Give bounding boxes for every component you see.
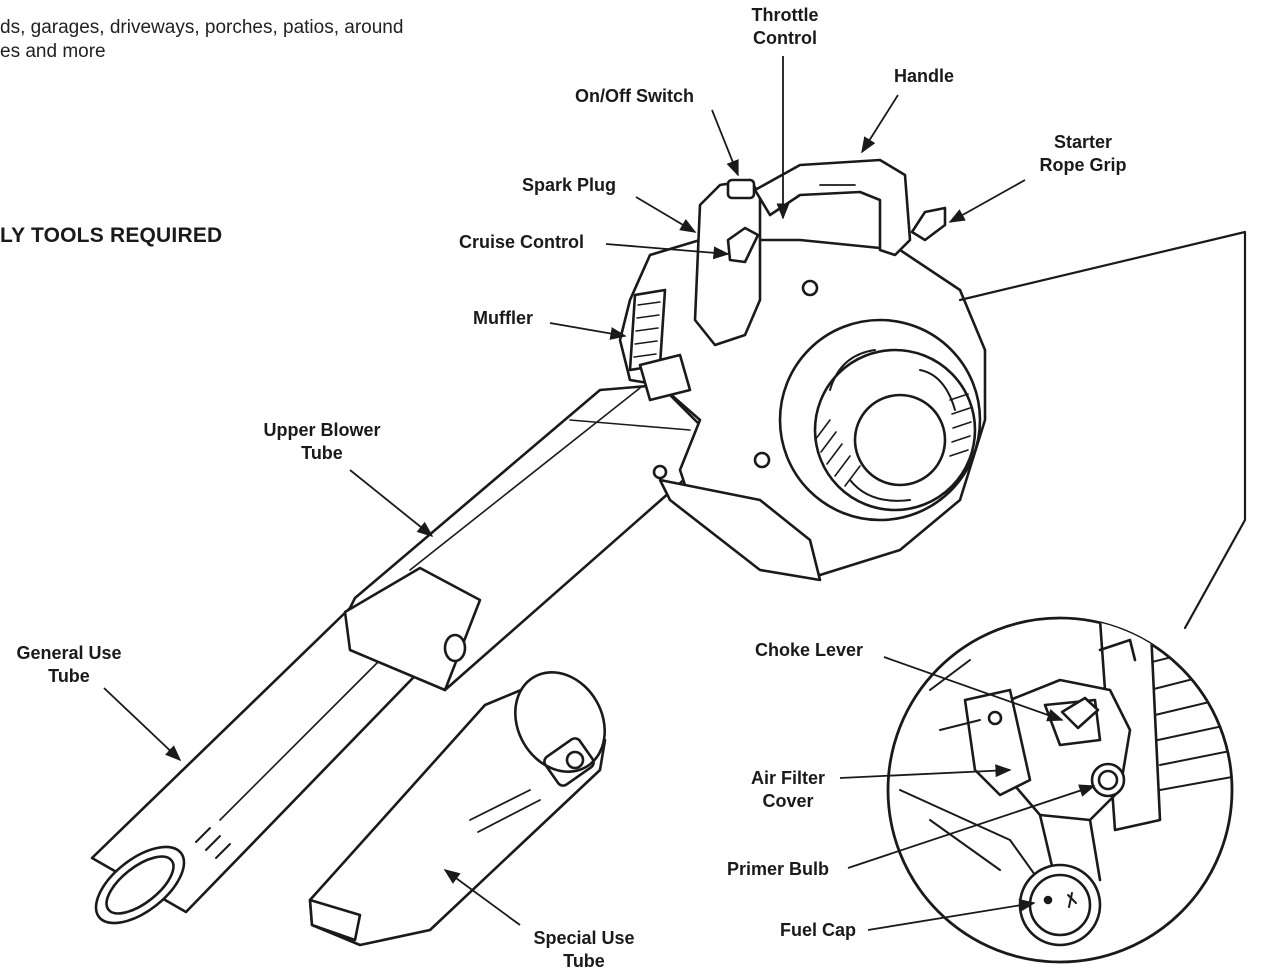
label-upper-blower-tube-line2: Tube <box>301 443 343 463</box>
label-spark-plug: Spark Plug <box>522 175 617 195</box>
leader-starter-rope-grip <box>948 179 1026 223</box>
leader-spark-plug <box>635 196 697 233</box>
label-special-use-tube-line1: Special Use <box>533 928 635 948</box>
leader-upper-blower-tube <box>349 469 434 538</box>
leader-primer-bulb <box>847 784 1096 869</box>
leader-fuel-cap <box>867 898 1036 931</box>
label-general-use-tube: General Use Tube <box>4 642 134 688</box>
label-upper-blower-tube-line1: Upper Blower <box>263 420 381 440</box>
label-throttle-control: Throttle Control <box>742 4 828 50</box>
label-throttle-control-line1: Throttle <box>751 5 819 25</box>
tools-required-heading: LY TOOLS REQUIRED <box>0 224 223 247</box>
leader-muffler <box>549 322 627 340</box>
intro-line-2: es and more <box>0 41 106 62</box>
inset-connector <box>958 230 1247 630</box>
label-muffler: Muffler <box>473 308 533 328</box>
label-fuel-cap: Fuel Cap <box>780 920 857 940</box>
label-upper-blower-tube: Upper Blower Tube <box>252 419 392 465</box>
leader-cruise-control <box>605 243 730 260</box>
leader-choke-lever <box>883 656 1064 722</box>
label-starter-rope-grip-line1: Starter <box>1053 132 1113 152</box>
label-special-use-tube-line2: Tube <box>563 951 605 971</box>
intro-text: ds, garages, driveways, porches, patios,… <box>0 16 403 64</box>
intro-line-1: ds, garages, driveways, porches, patios,… <box>0 17 404 38</box>
label-air-filter-cover-line2: Cover <box>762 791 814 811</box>
leader-on-off-switch <box>711 109 739 177</box>
label-general-use-tube-line1: General Use <box>16 643 122 663</box>
label-handle: Handle <box>894 66 955 86</box>
leader-special-use-tube <box>443 869 521 926</box>
label-cruise-control: Cruise Control <box>459 232 585 252</box>
carburetor-inset-drawing <box>886 616 1234 964</box>
label-starter-rope-grip-line2: Rope Grip <box>1039 155 1127 175</box>
special-use-tube-drawing <box>308 671 607 947</box>
label-primer-bulb: Primer Bulb <box>727 859 830 879</box>
label-air-filter-cover-line1: Air Filter <box>750 768 825 788</box>
label-starter-rope-grip: Starter Rope Grip <box>1030 131 1136 177</box>
label-choke-lever: Choke Lever <box>755 640 864 660</box>
leader-general-use-tube <box>103 687 182 762</box>
leader-air-filter-cover <box>839 764 1012 779</box>
label-special-use-tube: Special Use Tube <box>522 927 646 973</box>
label-on-off-switch: On/Off Switch <box>575 86 694 106</box>
leader-lines <box>103 56 1096 931</box>
blower-body-drawing <box>618 158 987 582</box>
label-general-use-tube-line2: Tube <box>48 666 90 686</box>
leader-handle <box>861 94 899 154</box>
label-throttle-control-line2: Control <box>753 28 817 48</box>
label-air-filter-cover: Air Filter Cover <box>738 767 838 813</box>
upper-blower-tube-drawing <box>343 383 702 692</box>
